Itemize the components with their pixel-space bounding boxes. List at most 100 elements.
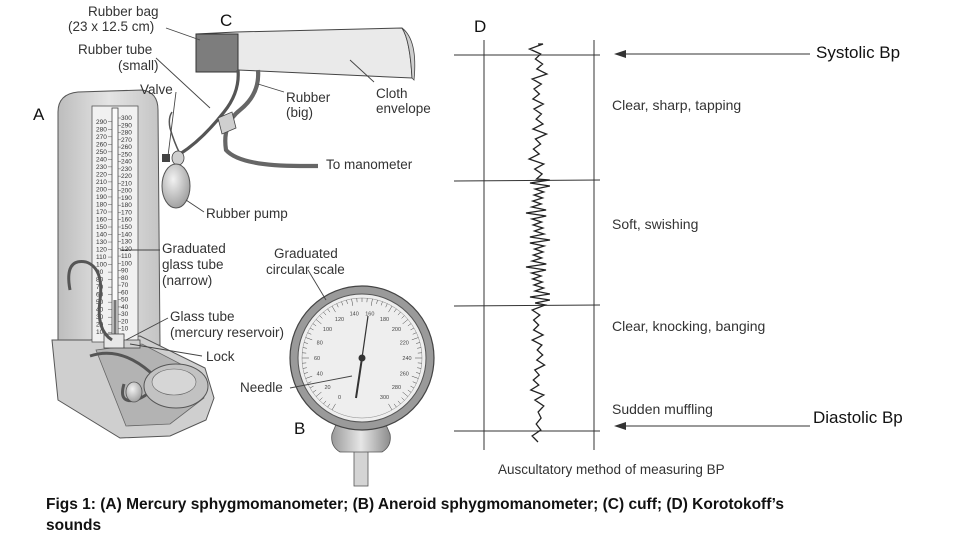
dial-tick xyxy=(323,311,327,316)
scale-left-number: 150 xyxy=(96,224,107,231)
dial-tick xyxy=(303,342,308,344)
dial-number: 0 xyxy=(338,395,341,401)
scale-right-number: 300 xyxy=(121,115,132,122)
dial-number: 40 xyxy=(317,371,323,377)
dial-number: 100 xyxy=(323,327,332,333)
dial-tick xyxy=(319,397,323,401)
dial-tick xyxy=(402,391,409,397)
dial-tick xyxy=(323,400,327,405)
label-circular-scale-2: circular scale xyxy=(266,262,345,277)
phase-divider-2 xyxy=(453,304,601,307)
label-rubber-tube-2: (small) xyxy=(118,58,159,73)
dial-tick xyxy=(309,385,314,389)
leader-rubber-pump xyxy=(185,199,205,213)
dial-number: 120 xyxy=(335,317,344,323)
scale-left-number: 260 xyxy=(96,141,107,148)
scale-left-number: 180 xyxy=(96,201,107,208)
label-rubber-big-2: (big) xyxy=(286,105,313,120)
scale-right-number: 160 xyxy=(121,217,132,224)
leader-rubber-big xyxy=(257,83,285,93)
dial-tick xyxy=(380,301,383,306)
dial-number: 20 xyxy=(324,385,330,391)
rubber-pump xyxy=(161,163,191,209)
label-valve: Valve xyxy=(140,82,173,97)
dial-tick xyxy=(401,315,405,319)
tube-connector xyxy=(217,111,237,135)
label-needle: Needle xyxy=(240,380,283,395)
label-graduated-glass-tube-3: (narrow) xyxy=(162,273,212,288)
panel-letter-a: A xyxy=(33,105,45,124)
leader-rubber-bag xyxy=(165,27,201,41)
scale-right-number: 130 xyxy=(121,239,132,246)
scale-right-number: 150 xyxy=(121,224,132,231)
dial-tick xyxy=(312,389,317,393)
dial-tick xyxy=(305,375,313,379)
needle-tail xyxy=(361,315,369,359)
valve-stem xyxy=(168,111,181,155)
scale-left-number: 100 xyxy=(96,262,107,269)
panel-letter-b: B xyxy=(294,419,305,438)
scale-left-number: 210 xyxy=(96,179,107,186)
dial-tick xyxy=(302,367,307,369)
label-rubber-pump: Rubber pump xyxy=(206,206,288,221)
dial-tick xyxy=(412,381,417,384)
panel-letter-c: C xyxy=(220,11,232,30)
stored-bulb xyxy=(125,381,143,403)
scale-right-number: 10 xyxy=(121,326,129,333)
leader-lock xyxy=(129,343,203,357)
scale-right-number: 120 xyxy=(121,246,132,253)
label-rubber-bag-1: Rubber bag xyxy=(88,4,159,19)
rubber-tube-small xyxy=(179,69,240,156)
dial-number: 140 xyxy=(350,312,359,318)
dial-tick xyxy=(402,319,409,325)
scale-left-number: 90 xyxy=(96,269,104,276)
scale-left-number: 10 xyxy=(96,329,104,336)
scale-right-number: 40 xyxy=(121,304,129,311)
scale-ticks xyxy=(108,117,121,337)
valve xyxy=(171,150,185,166)
scale-left-number: 170 xyxy=(96,209,107,216)
label-graduated-glass-tube-1: Graduated xyxy=(162,241,226,256)
dial-number: 60 xyxy=(314,356,320,362)
dial-tick xyxy=(417,367,422,369)
panel-letter-d: D xyxy=(474,17,486,36)
dial-tick xyxy=(397,400,401,405)
figure-caption: Figs 1: (A) Mercury sphygmomanometer; (B… xyxy=(46,494,926,536)
scale-right-number: 30 xyxy=(121,311,129,318)
scale-right-number: 100 xyxy=(121,260,132,267)
dial-tick xyxy=(319,315,323,319)
scale-right-number: 110 xyxy=(121,253,132,260)
korotkoff-diagram: Systolic Bp Diastolic Bp Clear, sharp, t… xyxy=(453,40,903,477)
dial-tick xyxy=(376,299,378,304)
scale-left-number: 270 xyxy=(96,134,107,141)
diastolic-arrow-head xyxy=(614,422,626,430)
dial-tick xyxy=(309,327,314,331)
leader-cloth-envelope xyxy=(349,59,375,83)
label-cloth-envelope-1: Cloth xyxy=(376,86,408,101)
dial-tick xyxy=(327,308,331,313)
needle xyxy=(355,357,363,399)
dial-tick xyxy=(388,305,393,313)
scale-left-number: 280 xyxy=(96,126,107,133)
scale-right-number: 240 xyxy=(121,159,132,166)
dial-tick xyxy=(315,319,322,325)
folded-cuff-inner xyxy=(151,368,197,396)
leader-rubber-tube-small xyxy=(155,57,211,109)
dial-tick xyxy=(307,381,312,384)
scale-right-number: 210 xyxy=(121,180,132,187)
dial-tick xyxy=(315,391,322,397)
cuff-assembly xyxy=(161,27,416,209)
dial-tick xyxy=(401,397,405,401)
scale-left-number: 240 xyxy=(96,156,107,163)
dial-tick xyxy=(346,299,348,304)
diastolic-label: Diastolic Bp xyxy=(813,408,903,427)
scale-right-number: 280 xyxy=(121,130,132,137)
scale-right-number: 220 xyxy=(121,173,132,180)
scale-right-number: 140 xyxy=(121,231,132,238)
dial-tick xyxy=(385,303,388,308)
dial-tick xyxy=(416,372,421,374)
dial-tick xyxy=(411,337,419,341)
